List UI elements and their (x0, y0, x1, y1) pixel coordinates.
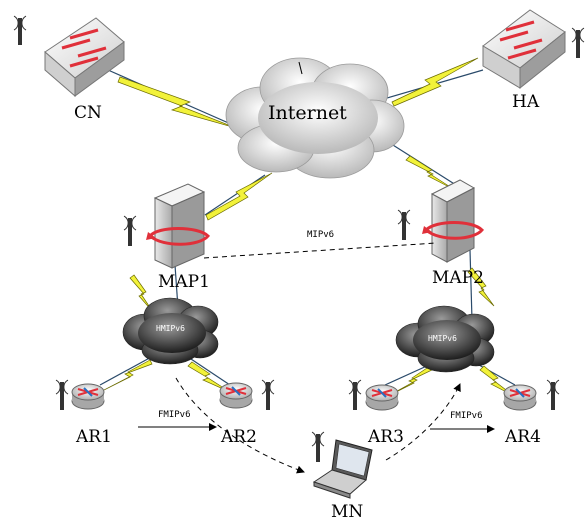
mn-label: MN (331, 502, 363, 522)
lightning-map2-cloud (467, 267, 495, 307)
laptop-icon (312, 439, 373, 499)
cn-label: CN (74, 103, 102, 123)
lightning-cloud-ar2 (187, 361, 231, 393)
wireless-links (99, 57, 515, 397)
antenna-icon (261, 379, 275, 410)
ar2-label: AR2 (220, 427, 257, 447)
fmip-right-label: FMIPv6 (450, 411, 483, 421)
hmip-right-label: HMIPv6 (428, 334, 457, 343)
antenna-icon (13, 15, 27, 45)
hmip-left-label: HMIPv6 (156, 324, 185, 333)
handover-arrow-right (385, 383, 461, 461)
lightning-map1-internet (205, 172, 273, 221)
mipv6-link (203, 242, 437, 259)
map2-label: MAP2 (432, 268, 484, 288)
lightning-cloud-ar4 (479, 365, 515, 397)
antenna-icon (123, 215, 137, 246)
lightning-cloud-ar3 (387, 365, 433, 397)
ar4-label: AR4 (504, 427, 541, 447)
antenna-icon (546, 379, 560, 410)
antenna-icon (348, 379, 362, 410)
internet-label: Internet (268, 102, 347, 124)
antenna-icon (397, 209, 411, 240)
internet-cloud (225, 57, 405, 179)
wired-links (99, 69, 516, 386)
ar1-router-icon (71, 383, 105, 410)
fmip-left-label: FMIPv6 (158, 410, 191, 420)
hmip-cloud-left (122, 297, 219, 365)
mipv6-label: MIPv6 (307, 230, 334, 240)
map2-server-icon (422, 179, 485, 263)
antenna-icon (571, 27, 585, 58)
lightning-cn-internet (117, 76, 237, 129)
map1-label: MAP1 (158, 272, 210, 292)
cn-switch-icon (44, 17, 125, 98)
hmip-cloud-right (395, 305, 495, 373)
ar1-label: AR1 (75, 427, 112, 447)
ar3-router-icon (365, 384, 399, 411)
ha-switch-icon (482, 9, 566, 90)
ar4-router-icon (503, 384, 537, 411)
handover-arrow-left (175, 377, 305, 474)
lightning-internet-map2 (405, 155, 456, 191)
antenna-icon (55, 379, 69, 410)
map1-server-icon (146, 183, 211, 269)
lightning-internet-ha (391, 57, 479, 107)
ar2-router-icon (219, 382, 253, 409)
ar3-label: AR3 (367, 427, 404, 447)
ha-label: HA (512, 92, 540, 112)
lightning-map1-cloud (129, 274, 154, 313)
antenna-icon (311, 431, 325, 462)
lightning-cloud-ar1 (99, 359, 153, 393)
